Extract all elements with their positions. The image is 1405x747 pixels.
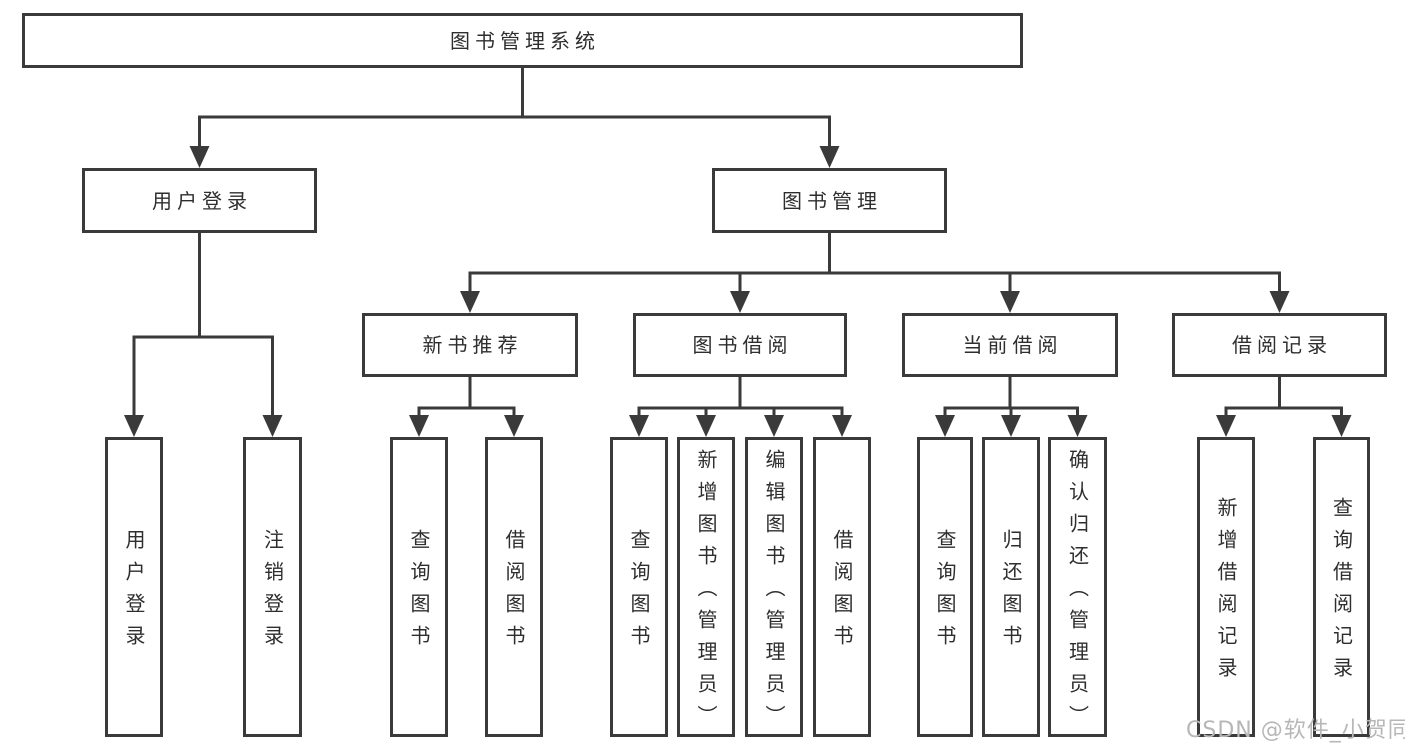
grp-user-login-label: 用户登录 [152,188,252,213]
grp-new-books-label: 新书推荐 [422,333,523,357]
csdn-watermark: CSDN @软件_小贺同学 [1186,718,1405,743]
grp-borrow-records-label: 借阅记录 [1232,333,1332,357]
node-leaf-user-login: 用户登录 [105,437,163,737]
arrowhead-into-leaf-current-confirm [1067,415,1088,437]
node-leaf-records-add: 新增借阅记录 [1197,437,1255,737]
node-leaf-newbook-borrow: 借阅图书 [485,437,543,737]
leaf-current-return-label: 归还图书 [999,529,1023,657]
edge-grp-new-books [417,375,516,421]
arrowhead-into-leaf-current-query [935,415,955,437]
arrowhead-into-leaf-user-login [124,415,144,437]
node-grp-user-login: 用户登录 [82,168,317,233]
leaf-records-query-label: 查询借阅记录 [1329,497,1354,689]
arrowhead-into-grp-current-borrow [1000,291,1020,313]
grp-book-borrow-label: 图书借阅 [692,333,793,357]
arrowhead-into-leaf-newbook-borrow [504,415,524,437]
node-leaf-records-query: 查询借阅记录 [1313,437,1370,737]
arrowhead-into-grp-user-login [189,146,210,168]
edge-grp-book-borrow [637,375,844,421]
arrowhead-into-grp-book-borrow [730,291,750,313]
node-leaf-borrow-edit: 编辑图书（管理员） [745,437,803,737]
node-root: 图书管理系统 [22,13,1023,68]
edge-grp-borrow-records [1224,375,1343,421]
arrowhead-into-leaf-records-query [1331,415,1352,437]
arrowhead-into-leaf-borrow-borrow [832,415,852,437]
leaf-borrow-borrow-label: 借阅图书 [830,529,854,657]
node-leaf-borrow-add: 新增图书（管理员） [677,437,735,737]
arrowhead-into-leaf-borrow-edit [764,415,784,437]
root-label: 图书管理系统 [450,28,600,53]
node-leaf-current-return: 归还图书 [982,437,1040,737]
leaf-logout-label: 注销登录 [260,529,285,657]
leaf-current-confirm-label: 确认归还（管理员） [1065,449,1090,737]
arrowhead-into-leaf-borrow-add [696,415,716,437]
leaf-current-query-label: 查询图书 [933,529,957,657]
arrowhead-into-leaf-current-return [1001,415,1021,437]
node-grp-book-mgmt: 图书管理 [712,168,947,233]
arrowhead-into-leaf-newbook-query [409,415,429,437]
arrowhead-into-grp-new-books [460,291,480,313]
arrowhead-into-leaf-logout [262,415,283,437]
edge-grp-user-login [132,231,274,421]
edge-root [198,66,831,152]
node-leaf-current-query: 查询图书 [917,437,973,737]
node-leaf-newbook-query: 查询图书 [390,437,448,737]
node-leaf-borrow-query: 查询图书 [610,437,668,737]
arrowhead-into-leaf-borrow-query [629,415,649,437]
node-leaf-borrow-borrow: 借阅图书 [813,437,871,737]
leaf-user-login-label: 用户登录 [122,529,146,657]
node-grp-borrow-records: 借阅记录 [1172,313,1387,377]
leaf-borrow-edit-label: 编辑图书（管理员） [762,449,786,737]
arrowhead-into-leaf-records-add [1216,415,1236,437]
node-leaf-logout: 注销登录 [243,437,302,737]
leaf-newbook-borrow-label: 借阅图书 [502,529,526,657]
grp-book-mgmt-label: 图书管理 [782,188,882,213]
edge-grp-book-mgmt [468,231,1281,297]
leaf-records-add-label: 新增借阅记录 [1214,497,1238,689]
grp-current-borrow-label: 当前借阅 [962,333,1063,357]
leaf-newbook-query-label: 查询图书 [407,529,431,657]
node-grp-new-books: 新书推荐 [362,313,578,377]
node-grp-current-borrow: 当前借阅 [902,313,1118,377]
node-grp-book-borrow: 图书借阅 [633,313,847,377]
leaf-borrow-add-label: 新增图书（管理员） [694,449,718,737]
arrowhead-into-grp-borrow-records [1269,291,1290,313]
node-leaf-current-confirm: 确认归还（管理员） [1048,437,1107,737]
edge-grp-current-borrow [943,375,1079,421]
arrowhead-into-grp-book-mgmt [819,146,840,168]
leaf-borrow-query-label: 查询图书 [627,529,651,657]
